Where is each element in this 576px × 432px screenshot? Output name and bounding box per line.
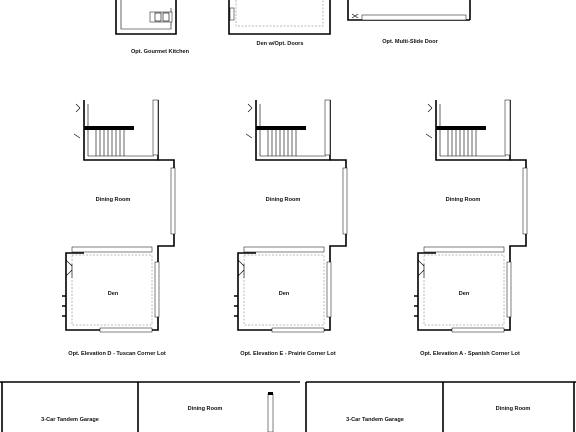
multi-slide-caption: Opt. Multi-Slide Door [382,39,438,45]
elevation-caption: Opt. Elevation E - Prairie Corner Lot [240,351,336,357]
den-label: Den [279,291,290,297]
gourmet-kitchen-option: Opt. Gourmet Kitchen [115,0,190,55]
multi-slide-door-option: Opt. Multi-Slide Door [347,0,471,45]
gourmet-kitchen-caption: Opt. Gourmet Kitchen [131,49,190,55]
dining-room-label: Dining Room [446,197,481,203]
dining-room-label-bottom-1: Dining Room [188,406,223,412]
plan-elevation-e: Dining Room Den Opt. Elevation E - Prair… [234,99,348,357]
dining-room-label: Dining Room [266,197,301,203]
dining-room-label: Dining Room [96,197,131,203]
plan-elevation-d: Dining Room Den Opt. Elevation D - Tusca… [62,99,176,357]
den-doors-caption: Den w/Opt. Doors [257,41,304,47]
den-doors-option: Den w/Opt. Doors [228,0,331,47]
elevation-caption: Opt. Elevation D - Tuscan Corner Lot [68,351,166,357]
garage-label-2: 3-Car Tandem Garage [346,417,404,423]
bottom-strip: 3-Car Tandem Garage Dining Room 3-Car Ta… [0,381,576,432]
den-label: Den [459,291,470,297]
garage-label-1: 3-Car Tandem Garage [41,417,99,423]
plan-elevation-a: Dining Room Den Opt. Elevation A - Spani… [414,99,528,357]
dining-room-label-bottom-2: Dining Room [496,406,531,412]
den-label: Den [108,291,119,297]
elevation-caption: Opt. Elevation A - Spanish Corner Lot [420,351,520,357]
